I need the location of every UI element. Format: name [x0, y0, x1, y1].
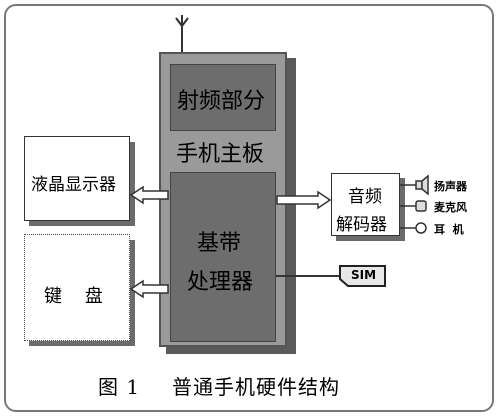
- rf-section-block: [170, 64, 276, 131]
- sim-card-icon: [339, 265, 386, 287]
- baseband-label-line1: 基带: [197, 231, 242, 256]
- lcd-box: [24, 136, 130, 221]
- figure-title: 普通手机硬件结构: [172, 375, 340, 399]
- antenna-icon: [175, 15, 189, 52]
- figure-number: 图 1: [98, 375, 141, 399]
- audio-label-line2: 解码器: [336, 215, 387, 235]
- baseband-block: [170, 172, 276, 342]
- baseband-label-line2: 处理器: [187, 270, 254, 295]
- microphone-label: 麦克风: [434, 201, 467, 214]
- rf-section-label: 射频部分: [177, 89, 266, 114]
- audio-label-line1: 音频: [348, 187, 382, 207]
- speaker-label: 扬声器: [434, 180, 467, 193]
- speaker-icon: [415, 174, 429, 196]
- keyboard-box: [24, 234, 130, 341]
- earphone-icon: [415, 222, 427, 234]
- earphone-label: 耳 机: [434, 223, 464, 236]
- lcd-label: 液晶显示器: [31, 175, 116, 195]
- arrow-to-lcd: [129, 185, 169, 205]
- mainboard-label: 手机主板: [176, 142, 265, 167]
- arrow-to-keyboard: [129, 279, 169, 299]
- arrow-to-audio: [276, 190, 332, 210]
- microphone-icon: [415, 200, 427, 212]
- keyboard-label: 键 盘: [44, 286, 103, 307]
- sim-label: SIM: [351, 268, 377, 282]
- audio-decoder-box: [331, 173, 400, 236]
